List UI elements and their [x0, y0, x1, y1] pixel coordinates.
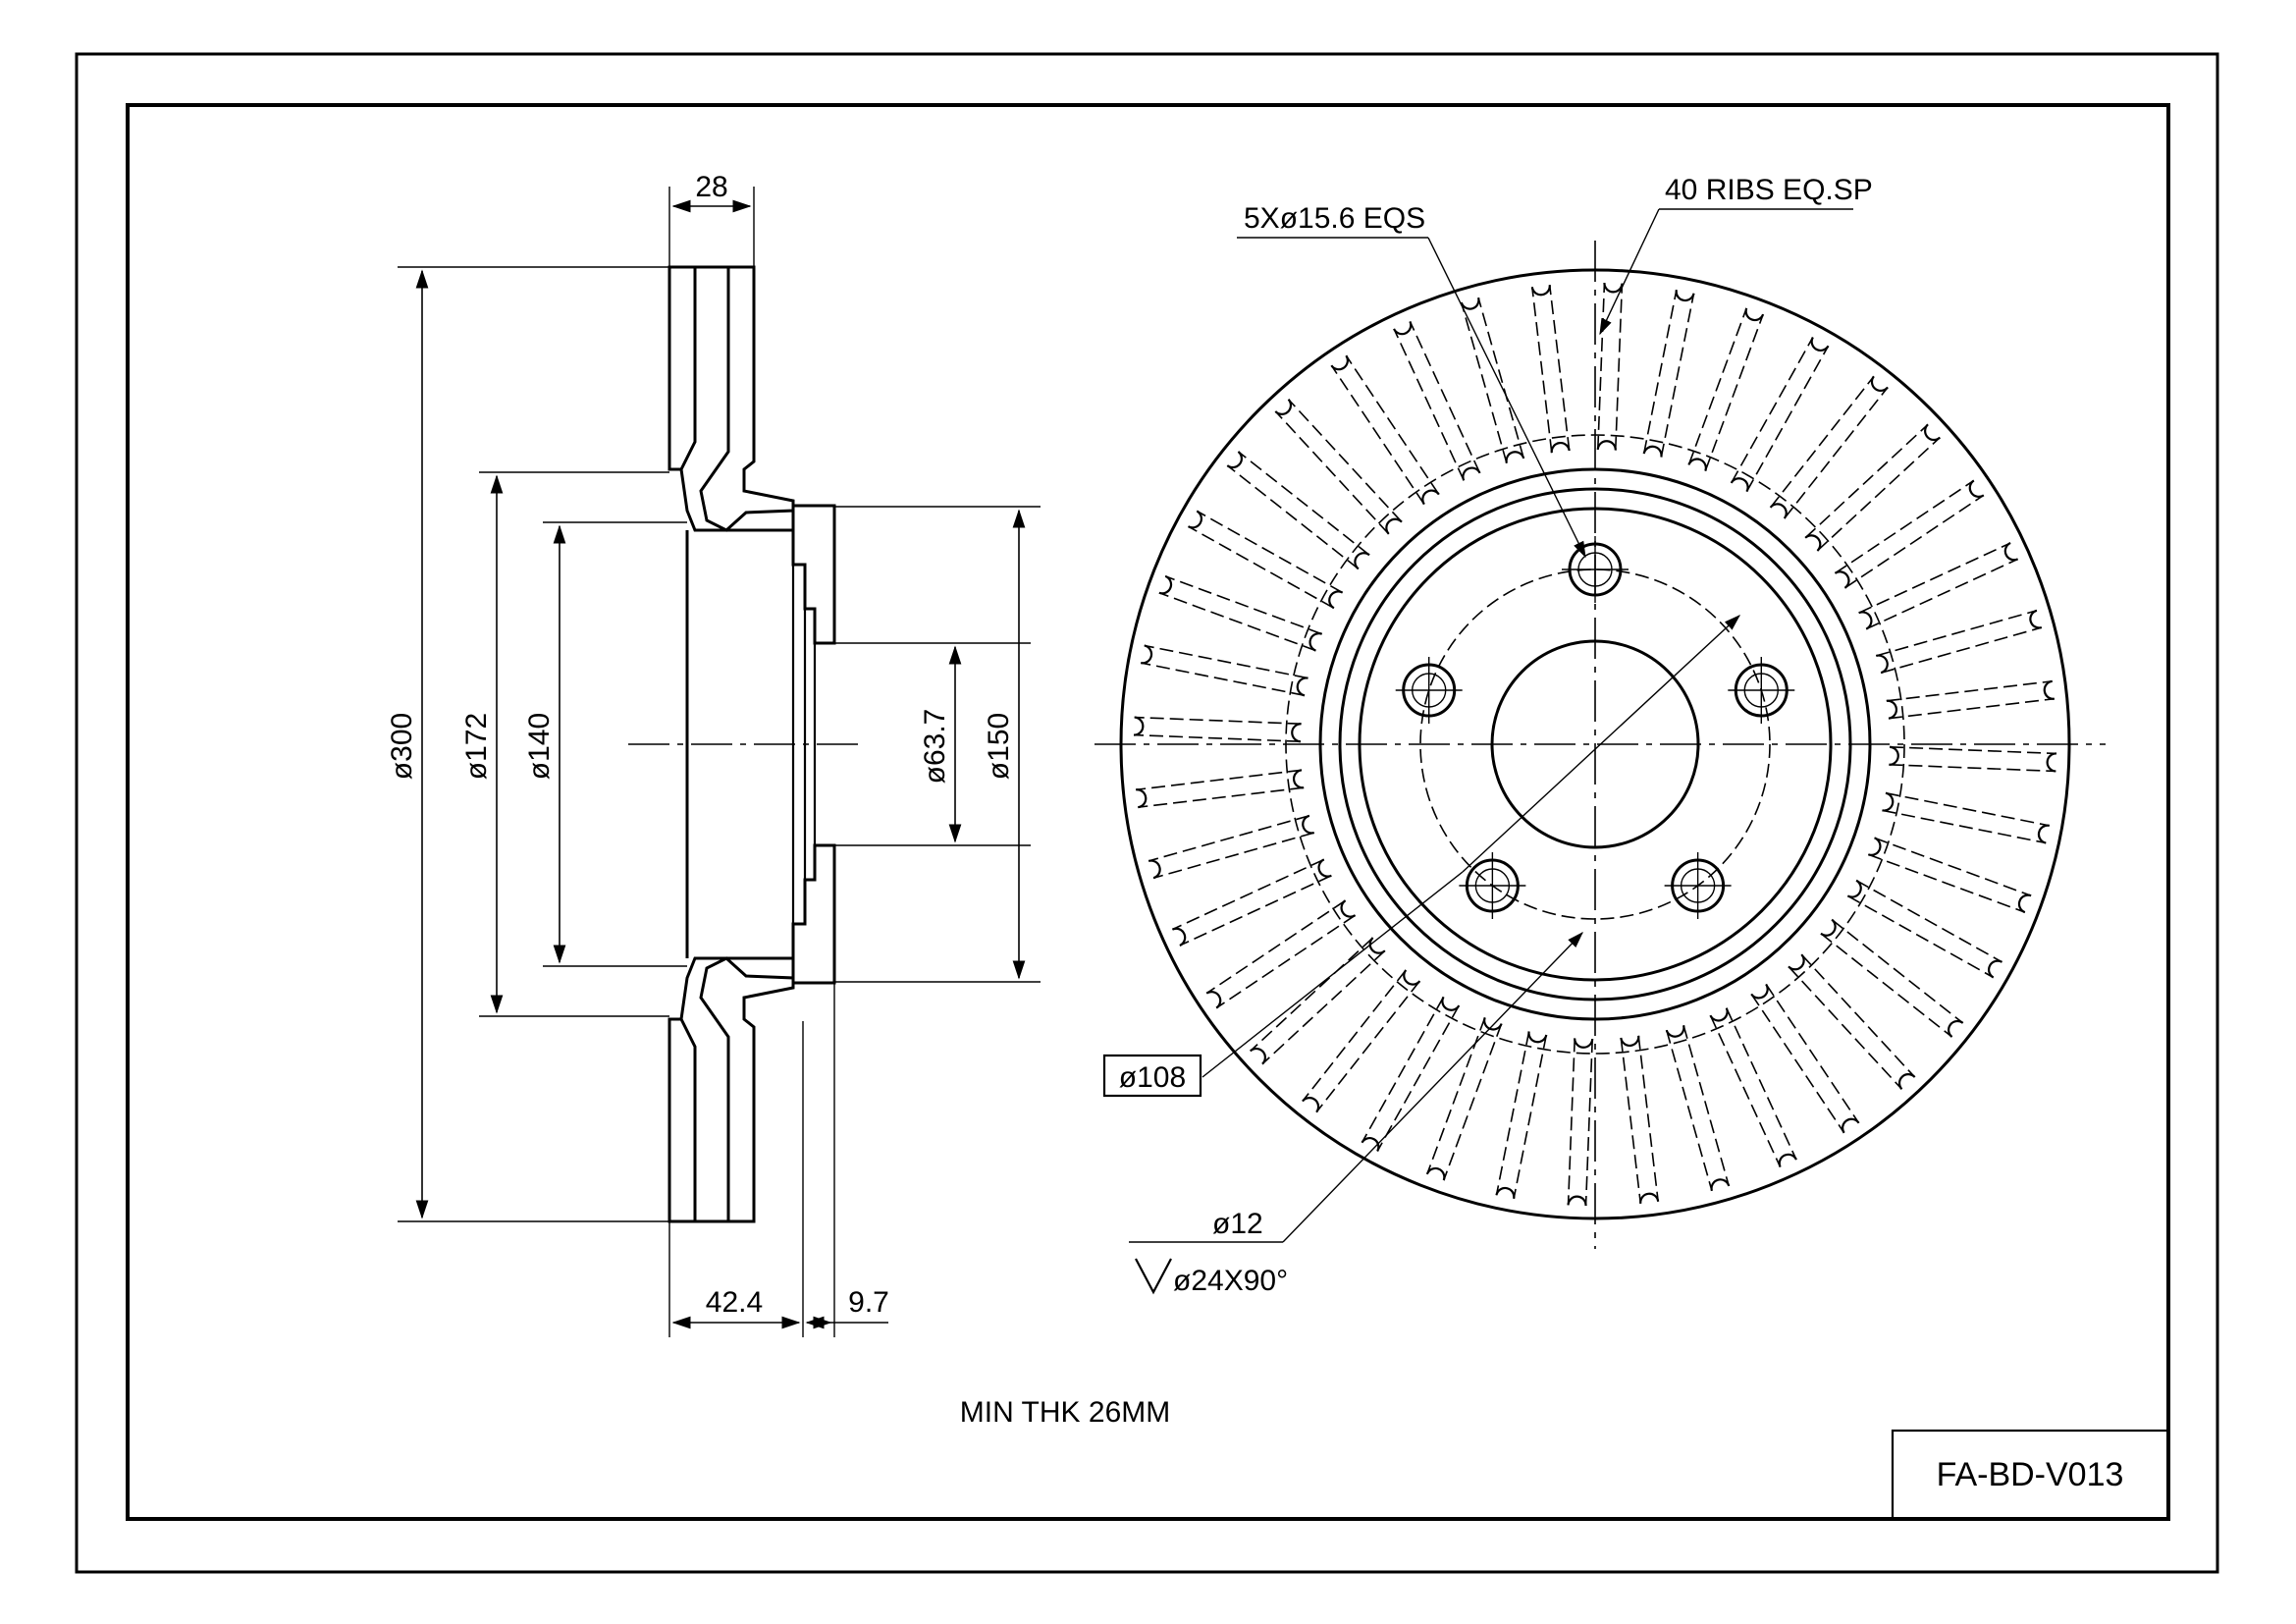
rib	[1858, 542, 2019, 630]
bolt-hole	[1395, 656, 1463, 724]
outer-border	[75, 52, 2219, 1574]
rotor-outer-edge	[1119, 268, 2071, 1220]
rib	[1274, 399, 1403, 535]
countersink-icon	[1135, 1258, 1172, 1295]
rib	[1846, 879, 2002, 979]
bolt-holes-label: 5Xø15.6 EQS	[1244, 202, 1425, 235]
bolt-holes	[1395, 536, 1795, 920]
dim-width-28: 28	[695, 171, 727, 203]
ribs-label: 40 RIBS EQ.SP	[1665, 174, 1873, 206]
front-view: 5Xø15.6 EQS 40 RIBS EQ.SP ø108 ø12 ø24X9…	[1095, 174, 2106, 1297]
dim-diameter-140: ø140	[523, 713, 556, 780]
side-section-view: ø300 ø172 ø140 ø63.7 ø150 28 42.4 9.7	[386, 171, 1041, 1337]
rib	[1804, 423, 1941, 552]
rib	[1750, 983, 1860, 1134]
rib	[1882, 791, 2050, 844]
rib	[1889, 745, 2057, 773]
rotor-inner-plate-top	[699, 265, 795, 532]
dim-hub-thickness-9-7: 9.7	[848, 1286, 889, 1319]
hole-diameter-label: ø12	[1212, 1208, 1263, 1240]
rib	[1834, 479, 1985, 589]
rib	[1188, 510, 1344, 610]
rib	[1665, 1025, 1731, 1192]
rib	[1171, 858, 1332, 947]
part-number: FA-BD-V013	[1937, 1456, 2124, 1493]
rib	[1567, 1038, 1594, 1207]
pcd-label-box	[1102, 1054, 1202, 1098]
rib	[1642, 290, 1695, 458]
rib	[1133, 716, 1302, 743]
rib	[1788, 953, 1916, 1090]
pcd-circle	[1419, 568, 1771, 920]
rib	[1875, 609, 2043, 675]
dim-diameter-300: ø300	[386, 713, 418, 780]
bolt-hole	[1459, 852, 1526, 920]
rib	[1250, 937, 1386, 1065]
rib	[1730, 337, 1830, 493]
rib	[1136, 769, 1305, 809]
title-block: FA-BD-V013	[1891, 1429, 2170, 1521]
rib	[1709, 1007, 1797, 1168]
rib	[1148, 814, 1315, 880]
rib	[1620, 1035, 1660, 1204]
dim-diameter-172: ø172	[460, 713, 493, 780]
rib	[1205, 899, 1357, 1009]
pcd-label: ø108	[1119, 1061, 1186, 1094]
rib	[1596, 282, 1624, 451]
rib	[1530, 285, 1571, 454]
rib	[1302, 969, 1421, 1113]
dim-offset-42-4: 42.4	[706, 1286, 763, 1319]
bolt-hole	[1728, 656, 1795, 724]
rib	[1361, 996, 1461, 1152]
center-bore	[1490, 639, 1700, 849]
rotor-outer-plate-top	[667, 265, 697, 471]
dim-diameter-63-7: ø63.7	[919, 709, 951, 785]
rib	[1141, 644, 1308, 697]
rib	[1495, 1031, 1548, 1199]
bolt-hole	[1664, 852, 1732, 920]
inner-border	[126, 103, 2170, 1521]
rib	[1158, 574, 1323, 652]
rib	[1460, 297, 1525, 463]
rib	[1330, 354, 1440, 506]
rib	[1687, 307, 1765, 472]
dim-diameter-150: ø150	[983, 713, 1015, 780]
bolt-hole	[1562, 536, 1629, 603]
rib	[1393, 320, 1481, 481]
hub-flange-top	[791, 504, 836, 645]
rib	[1886, 679, 2055, 720]
min-thickness-note: MIN THK 26MM	[960, 1396, 1170, 1429]
rib	[1769, 375, 1889, 519]
rib	[1867, 837, 2032, 914]
rib	[1820, 918, 1964, 1038]
cooling-ribs	[1133, 282, 2057, 1207]
rib	[1226, 451, 1370, 570]
countersink-label: ø24X90°	[1173, 1265, 1288, 1297]
